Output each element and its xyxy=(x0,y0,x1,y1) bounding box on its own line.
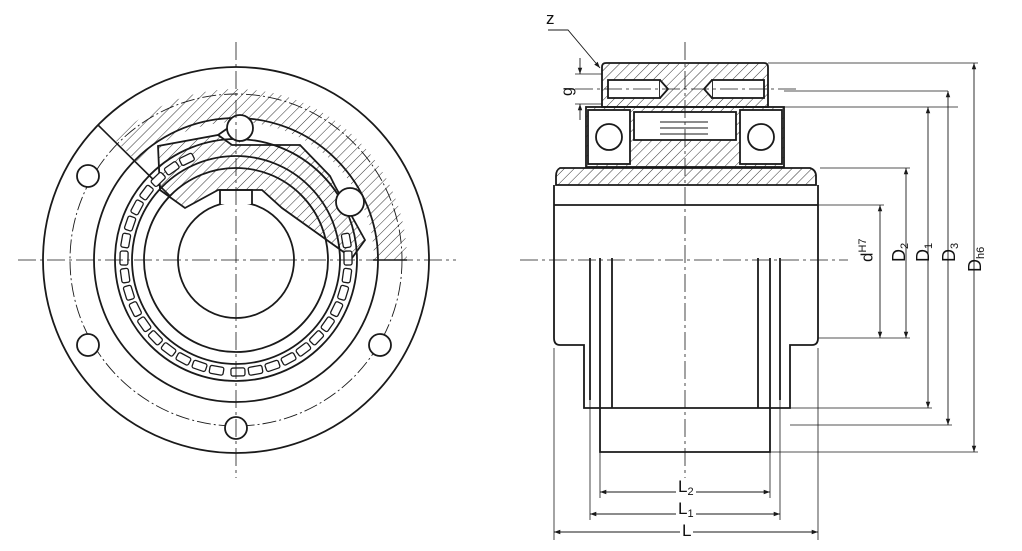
hole-bottom-left xyxy=(76,333,100,357)
roller xyxy=(128,301,142,318)
roller xyxy=(191,359,208,373)
roller xyxy=(264,359,281,373)
housing-body xyxy=(553,185,819,409)
front-centerlines xyxy=(18,42,456,478)
roller xyxy=(178,152,195,166)
label-dH7: dH7 xyxy=(857,238,877,262)
label-L: L xyxy=(680,521,694,540)
hole-right xyxy=(368,333,392,357)
outer-ring-section xyxy=(65,89,407,260)
roller xyxy=(320,316,335,333)
roller xyxy=(123,215,137,232)
roller xyxy=(139,184,154,201)
label-D1: D1 xyxy=(913,242,935,262)
leader-z xyxy=(548,29,601,69)
roller xyxy=(343,250,353,266)
roller xyxy=(122,284,135,301)
pin-top xyxy=(226,114,254,142)
roller xyxy=(337,284,350,301)
hole-top-left xyxy=(76,164,100,188)
cam-section xyxy=(157,134,367,260)
side-section-view xyxy=(553,62,819,453)
roller xyxy=(295,342,312,357)
extension-lines xyxy=(553,62,978,540)
hub-section xyxy=(555,167,817,186)
pin-right xyxy=(335,187,365,217)
roller xyxy=(160,342,177,357)
roller xyxy=(163,161,180,176)
roller xyxy=(147,330,163,346)
roller xyxy=(130,199,144,216)
roller xyxy=(119,267,131,284)
label-D2: D2 xyxy=(889,242,911,262)
roller xyxy=(150,171,166,187)
roller xyxy=(230,367,246,377)
roller xyxy=(247,364,264,376)
roller xyxy=(340,232,352,249)
side-centerlines xyxy=(520,42,848,478)
label-L1: L1 xyxy=(676,499,696,520)
roller xyxy=(341,267,353,284)
roller xyxy=(330,301,344,318)
roller xyxy=(309,330,325,346)
roller xyxy=(137,316,152,333)
cage-rollers xyxy=(119,152,353,377)
label-Dh6: Dh6 xyxy=(965,246,987,272)
roller xyxy=(280,352,297,366)
roller xyxy=(119,250,129,266)
label-L2: L2 xyxy=(676,477,696,498)
label-g: g xyxy=(559,87,576,96)
label-D3: D3 xyxy=(939,242,961,262)
roller xyxy=(208,364,225,376)
roller xyxy=(175,352,192,366)
bearing-left xyxy=(587,109,631,165)
label-z: z xyxy=(546,9,555,28)
roller xyxy=(120,232,132,249)
